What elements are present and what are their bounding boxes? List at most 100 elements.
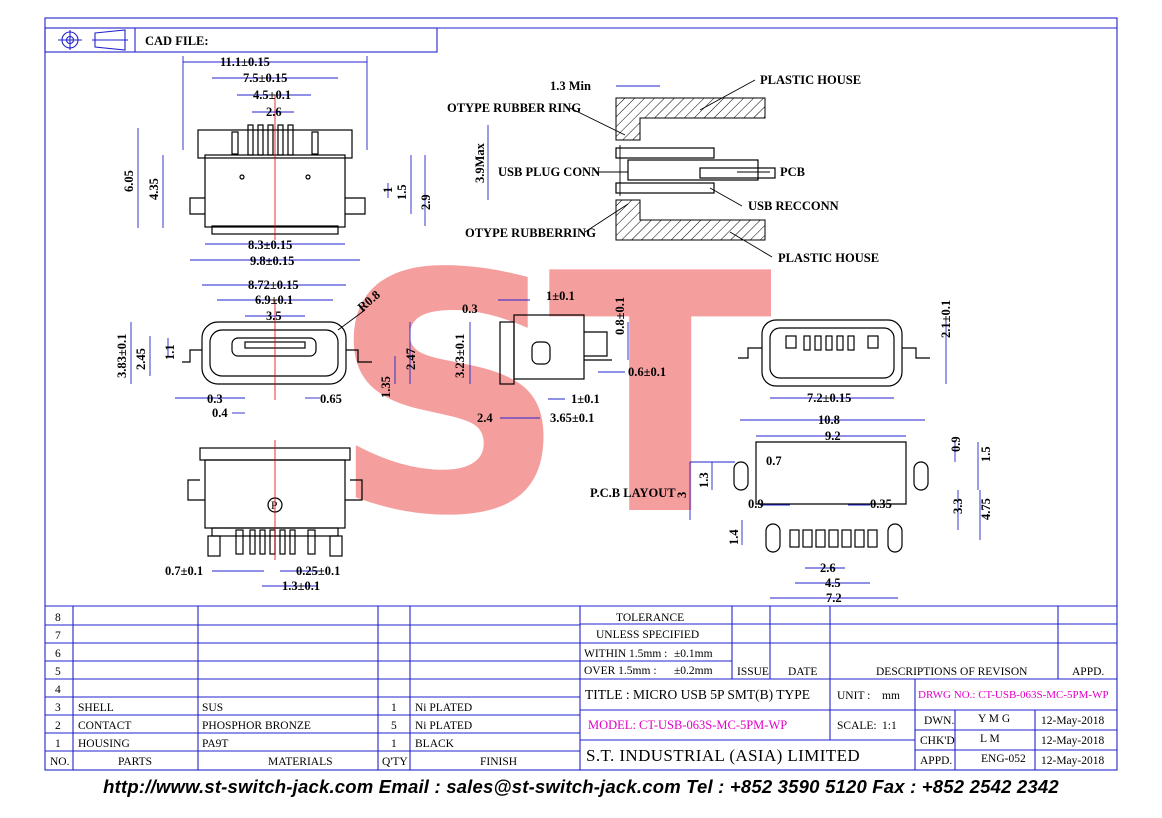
bottom-view: P 0.7±0.1 0.25±0.1 1.3±0.1 [165,440,363,593]
tolerance-over-value: ±0.2mm [674,665,713,677]
dwn-label: DWN. [924,715,954,727]
asm-label-3-9max: 3.9Max [473,142,487,183]
bom-part: CONTACT [78,720,131,732]
dim-11-1: 11.1±0.15 [220,55,270,69]
bom-row-no: 5 [55,666,61,678]
contact-footer: http://www.st-switch-jack.com Email : sa… [103,776,1059,797]
bom-header-materials: MATERIALS [268,756,333,768]
dim-1-5: 1.5 [395,184,409,200]
dim-7-5: 7.5±0.15 [243,71,287,85]
bom-row-no: 3 [55,702,61,714]
bom-header-parts: PARTS [118,756,152,768]
dim-side-3-23: 3.23±0.1 [453,334,467,378]
bom-row-no: 8 [55,612,61,624]
side-view: 0.3 1±0.1 0.8±0.1 3.23±0.1 0.6±0.1 1±0.1… [453,289,666,425]
dim-8-3: 8.3±0.15 [248,238,292,252]
pcb-dim-1-5: 1.5 [979,446,993,462]
asm-label-plastic-house-bottom: PLASTIC HOUSE [778,251,879,265]
revision-appd-header: APPD. [1072,666,1104,678]
dim-0-25: 0.25±0.1 [296,564,340,578]
dim-1: 1 [381,187,395,193]
dim-1-1: 1.1 [163,344,177,360]
bom-material: SUS [202,702,223,714]
dim-side-3-65: 3.65±0.1 [550,411,594,425]
bom-material: PHOSPHOR BRONZE [202,720,311,732]
pcb-dim-3: 3 [675,492,689,498]
pcb-dim-3-3: 3.3 [951,498,965,514]
dim-side-1: 1±0.1 [546,289,575,303]
bom-part: SHELL [78,702,114,714]
unit-label: UNIT : [837,690,870,702]
bom-finish: Ni PLATED [415,702,472,714]
outer-frame [44,17,1118,771]
asm-label-1-3-min: 1.3 Min [550,79,591,93]
pin-marker: P [271,500,277,512]
dim-2-45: 2.45 [134,348,148,370]
pcb-layout-title: P.C.B LAYOUT [590,486,676,500]
bom-qty: 1 [391,702,397,714]
dim-side-2-4: 2.4 [477,411,493,425]
unit-value: mm [882,690,900,702]
drawing-number: DRWG NO.: CT-USB-063S-MC-5PM-WP [918,689,1109,701]
dim-2-9: 2.9 [419,194,433,210]
scale-label: SCALE: [837,720,877,732]
revision-descriptions-header: DESCRIPTIONS OF REVISON [876,666,1028,678]
bom-qty: 5 [391,720,397,732]
bom-finish: BLACK [415,738,455,750]
watermark-st: ST [330,204,795,588]
scale-value: 1:1 [882,720,897,732]
asm-label-otype-rubberring: OTYPE RUBBERRING [465,226,596,240]
dim-3-5: 3.5 [266,309,282,323]
dim-8-72: 8.72±0.15 [248,278,299,292]
dim-1-3: 1.3±0.1 [282,579,320,593]
dim-0-65: 0.65 [320,392,342,406]
bom-row-no: 1 [55,738,61,750]
dim-0-7: 0.7±0.1 [165,564,203,578]
top-view: 11.1±0.15 7.5±0.15 4.5±0.1 2.6 6.05 4.35… [122,55,433,268]
bom-finish: Ni PLATED [415,720,472,732]
asm-label-usb-recconn: USB RECCONN [748,199,839,213]
dim-0-4: 0.4 [212,406,228,420]
chkd-date: 12-May-2018 [1041,735,1104,747]
drawing-title: TITLE : MICRO USB 5P SMT(B) TYPE [585,687,810,702]
dim-2-47: 2.47 [404,348,418,370]
dim-4-5: 4.5±0.1 [253,88,291,102]
dim-side-1b: 1±0.1 [571,392,600,406]
pcb-dim-0-35: 0.35 [870,497,892,511]
dim-3-83: 3.83±0.1 [115,334,129,378]
projection-symbol-icon [58,29,128,51]
bom-row-no: 4 [55,684,61,696]
bom-material: PA9T [202,738,228,750]
appd-label: APPD. [920,755,952,767]
revision-date-header: DATE [788,666,817,678]
dim-side-0-8: 0.8±0.1 [613,297,627,335]
dim-rear-7-2: 7.2±0.15 [807,391,851,405]
title-block: TOLERANCE UNLESS SPECIFIED WITHIN 1.5mm … [580,606,1117,770]
dwn-value: Y M G [978,713,1010,725]
pcb-dim-4-5: 4.5 [825,576,841,590]
company-name: S.T. INDUSTRIAL (ASIA) LIMITED [586,746,860,765]
bom-header-no: NO. [50,756,70,768]
model-number: MODEL: CT-USB-063S-MC-5PM-WP [588,718,787,732]
pcb-dim-10-8: 10.8 [818,413,840,427]
pcb-layout: P.C.B LAYOUT 10.8 9.2 0.9 1.5 0.7 1.3 3 … [590,413,993,605]
tolerance-title: TOLERANCE [616,612,684,624]
tolerance-within-value: ±0.1mm [674,648,713,660]
tolerance-subtitle: UNLESS SPECIFIED [596,629,699,641]
dim-0-3: 0.3 [207,392,223,406]
dim-9-8: 9.8±0.15 [250,254,294,268]
dim-4-35: 4.35 [147,178,161,200]
dim-6-9: 6.9±0.1 [255,293,293,307]
asm-label-pcb: PCB [780,165,805,179]
chkd-value: L M [980,733,1000,745]
pcb-dim-9-2: 9.2 [825,429,841,443]
pcb-dim-0-9a: 0.9 [949,436,963,452]
cad-file-label: CAD FILE: [145,34,209,48]
bom-header-qty: Q'TY [382,756,408,768]
bom-part: HOUSING [78,738,130,750]
dim-2-6: 2.6 [266,105,282,119]
tolerance-within-label: WITHIN 1.5mm : [584,648,667,660]
dim-side-0-6: 0.6±0.1 [628,365,666,379]
rear-view: 2.1±0.1 7.2±0.15 [738,300,953,405]
bom-row-no: 6 [55,648,61,660]
